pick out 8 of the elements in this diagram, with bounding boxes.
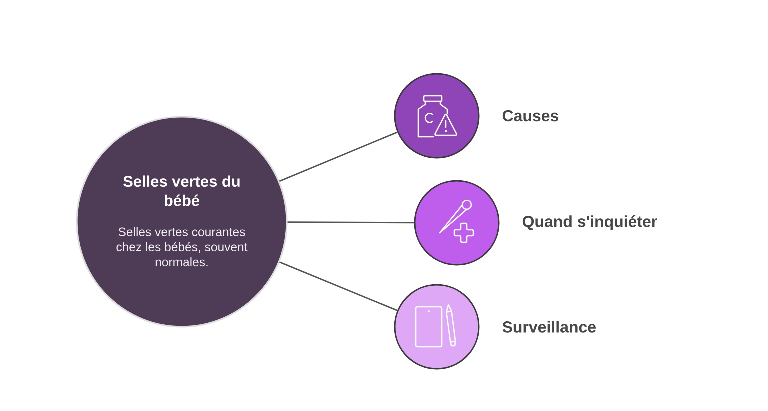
connector-line [279,132,398,182]
connector-line [288,222,414,224]
node-description: Selles vertes courantes chez les bébés, souvent normales. [116,227,248,267]
connector-line [280,262,398,312]
node-label: Causes [502,110,559,122]
node-label: Quand s'inquiéter [522,215,658,231]
node-title: Selles vertes du bébé [124,176,240,206]
node-label: Surveillance [502,321,596,333]
